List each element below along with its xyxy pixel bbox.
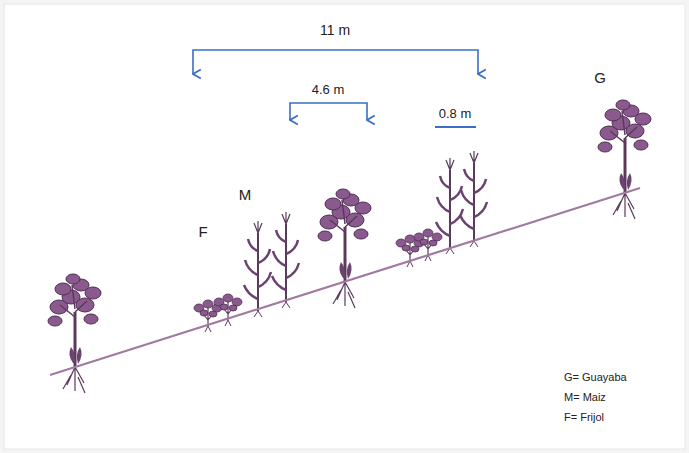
plant-letter: M (239, 187, 252, 204)
dimension-bracket (193, 50, 478, 74)
legend-text: M= Maiz (564, 391, 606, 403)
legend-text: G= Guayaba (564, 371, 627, 383)
legend-text: F= Frijol (564, 411, 604, 423)
dimension-label: 4.6 m (312, 83, 345, 97)
plant-letter: F (198, 224, 207, 241)
maize-plant (460, 151, 487, 247)
dimension-bracket (290, 103, 367, 120)
maize-plant (244, 221, 271, 317)
frame (4, 4, 685, 449)
dimension-line (435, 126, 476, 128)
guava-tree (598, 100, 651, 219)
guava-tree (48, 274, 101, 393)
maize-plant (272, 212, 299, 308)
dimension-label: 0.8 m (439, 107, 472, 121)
slope-line (50, 188, 640, 375)
guava-tree (318, 189, 371, 308)
plant-letter: G (594, 70, 606, 87)
maize-plant (436, 158, 463, 254)
dimension-label: 11 m (320, 23, 350, 38)
